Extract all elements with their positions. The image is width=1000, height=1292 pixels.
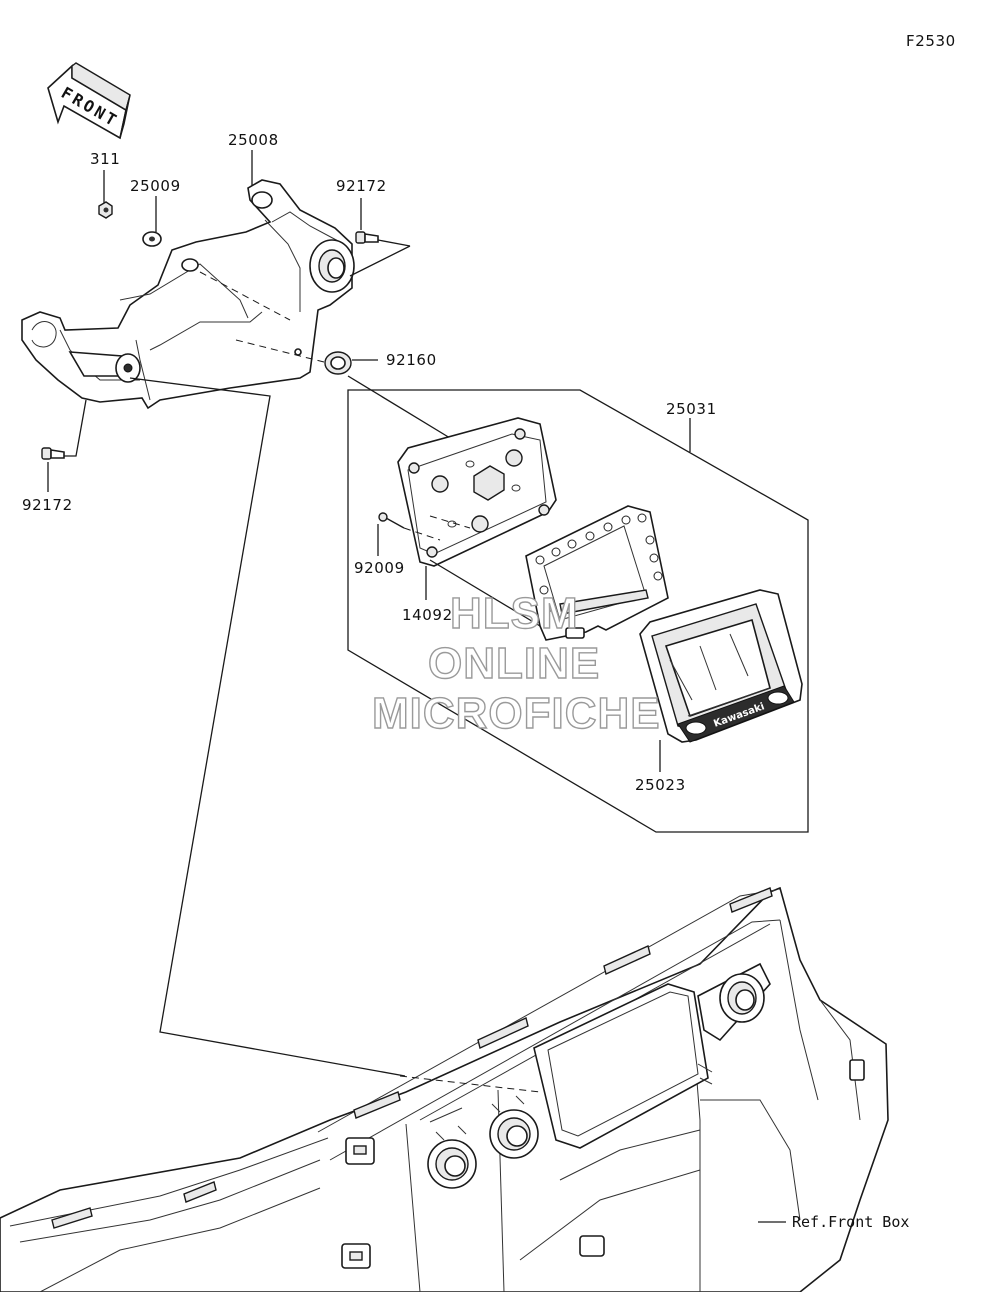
bolt-92172-left-icon bbox=[41, 447, 65, 460]
figure-code: F2530 bbox=[906, 32, 956, 50]
meter-inner-frame bbox=[525, 505, 669, 641]
callout-92160: 92160 bbox=[386, 351, 437, 369]
dashboard-front-box bbox=[0, 886, 889, 1292]
callout-311: 311 bbox=[90, 150, 120, 168]
meter-front-cover-25023: Kawasaki bbox=[639, 589, 803, 743]
watermark-line-1: HLSM bbox=[450, 589, 579, 638]
callout-25009: 25009 bbox=[130, 177, 181, 195]
assembly-box-25031 bbox=[347, 389, 809, 833]
callout-25008: 25008 bbox=[228, 131, 279, 149]
callout-25031: 25031 bbox=[666, 400, 717, 418]
nut-311-icon bbox=[98, 201, 113, 219]
callout-92009: 92009 bbox=[354, 559, 405, 577]
watermark: HLSM ONLINE MICROFICHE bbox=[371, 588, 661, 738]
screw-92009-icon bbox=[378, 512, 405, 529]
bolt-92172-top-icon bbox=[355, 231, 379, 244]
front-arrow-icon: FRONT bbox=[47, 62, 131, 140]
watermark-line-2: ONLINE bbox=[428, 639, 600, 688]
grommet-92160-icon bbox=[324, 351, 352, 375]
bracket-25008 bbox=[21, 179, 355, 410]
callout-14092: 14092 bbox=[402, 606, 453, 624]
watermark-line-3: MICROFICHE bbox=[372, 689, 661, 738]
callout-92172-left: 92172 bbox=[22, 496, 73, 514]
callout-92172-top: 92172 bbox=[336, 177, 387, 195]
ref-front-box-label: Ref.Front Box bbox=[792, 1213, 909, 1231]
callout-25023: 25023 bbox=[635, 776, 686, 794]
washer-25009-icon bbox=[142, 231, 162, 247]
meter-rear-cover bbox=[397, 417, 557, 567]
